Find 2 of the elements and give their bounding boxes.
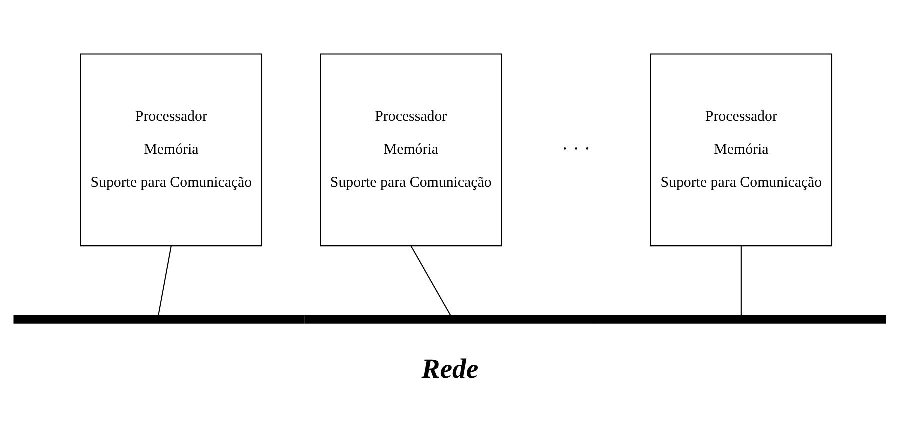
node-label: Rede <box>422 352 479 384</box>
label: · · · <box>562 138 591 160</box>
